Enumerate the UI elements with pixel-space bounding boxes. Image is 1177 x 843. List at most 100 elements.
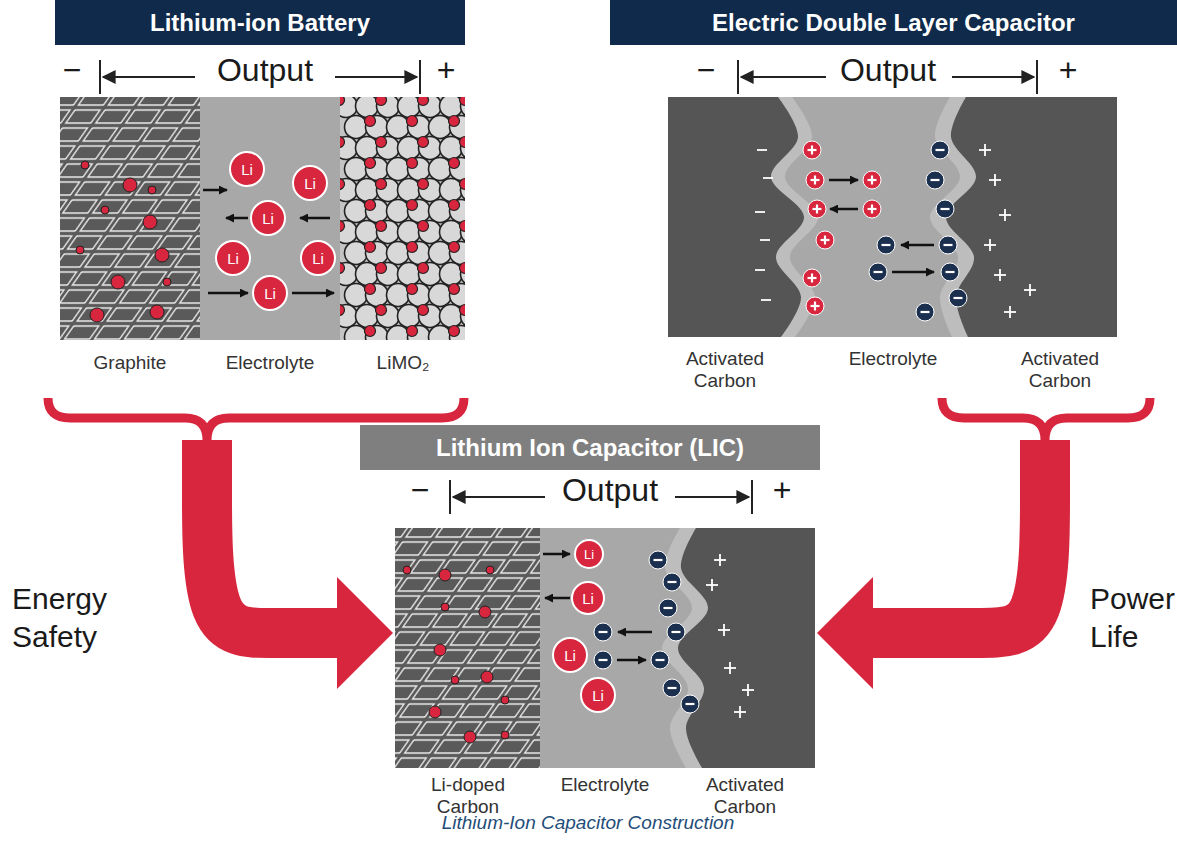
electrolyte: [200, 97, 340, 340]
metal-oxide-atom: [377, 263, 400, 286]
lithium-dot: [76, 246, 84, 254]
anion: [594, 651, 612, 669]
metal-oxide-atom: [377, 97, 400, 118]
charge-sign: [811, 274, 813, 283]
panel-title: Electric Double Layer Capacitor: [610, 0, 1177, 45]
cation: [803, 269, 821, 287]
ion-label: Li: [582, 590, 594, 607]
lithium-ion: Li: [292, 165, 328, 201]
metal-oxide-atom: [366, 116, 389, 139]
ion-label: Li: [227, 250, 239, 267]
metal-oxide-atom: [387, 200, 410, 223]
lithium-dot: [449, 116, 460, 127]
anion: [936, 200, 954, 218]
charge-sign: [1004, 209, 1006, 221]
ion-arrow: [901, 244, 934, 247]
metal-oxide-atom: [461, 97, 466, 118]
metal-oxide-atom: [440, 179, 463, 202]
charge-sign: [599, 659, 608, 661]
heading-label: Energy: [12, 582, 107, 617]
lithium-dot: [418, 263, 429, 274]
lithium-dot: [365, 326, 376, 337]
charge-sign: [921, 311, 930, 313]
metal-oxide-atom: [345, 200, 368, 223]
lithium-dot: [101, 206, 109, 214]
cation: [808, 200, 826, 218]
lithium-dot: [429, 706, 441, 718]
metal-oxide-atom: [419, 263, 442, 286]
metal-oxide-atom: [356, 179, 379, 202]
ion-label: Li: [262, 210, 274, 227]
lithium-dot: [407, 158, 418, 169]
cation: [806, 297, 824, 315]
limo2: [340, 97, 465, 340]
anion: [649, 551, 667, 569]
lithium-dot: [464, 731, 476, 743]
ion-label: Li: [241, 161, 253, 178]
double-layer: [668, 97, 818, 337]
metal-oxide-atom: [419, 137, 442, 160]
charge-sign: [656, 659, 665, 661]
activated-carbon: [678, 528, 815, 768]
charge-sign: [882, 244, 891, 246]
lithium-dot: [148, 186, 156, 194]
heading-label: +: [1059, 52, 1078, 89]
cation: [816, 231, 834, 249]
ion-label: Li: [312, 250, 324, 267]
anion: [663, 679, 681, 697]
part-label: Activated Carbon: [1005, 348, 1115, 392]
charge-sign: [944, 244, 953, 246]
heading-label: Safety: [12, 620, 97, 655]
limo2-lattice: [340, 97, 465, 340]
metal-oxide-atom: [408, 116, 431, 139]
anion: [594, 623, 612, 641]
charge-sign: [989, 239, 991, 251]
double-layer: [930, 97, 1117, 337]
metal-oxide-atom: [440, 305, 463, 328]
metal-oxide-atom: [429, 158, 452, 181]
metal-oxide-atom: [408, 242, 431, 265]
charge-sign: [814, 176, 816, 185]
lithium-dot: [449, 158, 460, 169]
lithium-dot: [376, 179, 387, 190]
charge-sign: [719, 554, 721, 566]
charge-sign: [999, 269, 1001, 281]
metal-oxide-atom: [419, 221, 442, 244]
metal-oxide-atom: [345, 116, 368, 139]
heading-label: Life: [1090, 620, 1138, 655]
ion-arrow: [892, 271, 934, 274]
ion-arrow: [617, 659, 646, 662]
lithium-dot: [90, 308, 104, 322]
lithium-dot: [163, 278, 171, 286]
lithium-dot: [407, 200, 418, 211]
charge-sign: [874, 271, 883, 273]
metal-oxide-atom: [419, 97, 442, 118]
lithium-dot: [418, 97, 429, 106]
metal-oxide-atom: [345, 158, 368, 181]
merge-arrow: [817, 440, 1045, 689]
lithium-ion: Li: [574, 539, 604, 569]
heading-label: −: [411, 472, 430, 509]
lithium-dot: [481, 671, 493, 683]
anion: [877, 236, 895, 254]
panel-title: Lithium Ion Capacitor (LIC): [360, 425, 820, 470]
metal-oxide-atom: [387, 116, 410, 139]
charge-sign: [941, 208, 950, 210]
lithium-dot: [460, 179, 466, 190]
lithium-dot: [340, 305, 345, 316]
lithium-ion: Li: [580, 677, 616, 713]
charge-sign: [757, 149, 767, 151]
lithium-dot: [449, 284, 460, 295]
part-label: Activated Carbon: [670, 348, 780, 392]
charge-sign: [747, 684, 749, 696]
part-label: LiMO₂: [377, 352, 430, 374]
lithium-dot: [365, 200, 376, 211]
metal-oxide-atom: [387, 326, 410, 341]
metal-oxide-atom: [440, 137, 463, 160]
heading-label: −: [63, 52, 82, 89]
charge-sign: [686, 703, 695, 705]
charge-sign: [871, 176, 873, 185]
metal-oxide-atom: [377, 137, 400, 160]
lithium-dot: [418, 221, 429, 232]
metal-oxide-atom: [450, 158, 466, 181]
